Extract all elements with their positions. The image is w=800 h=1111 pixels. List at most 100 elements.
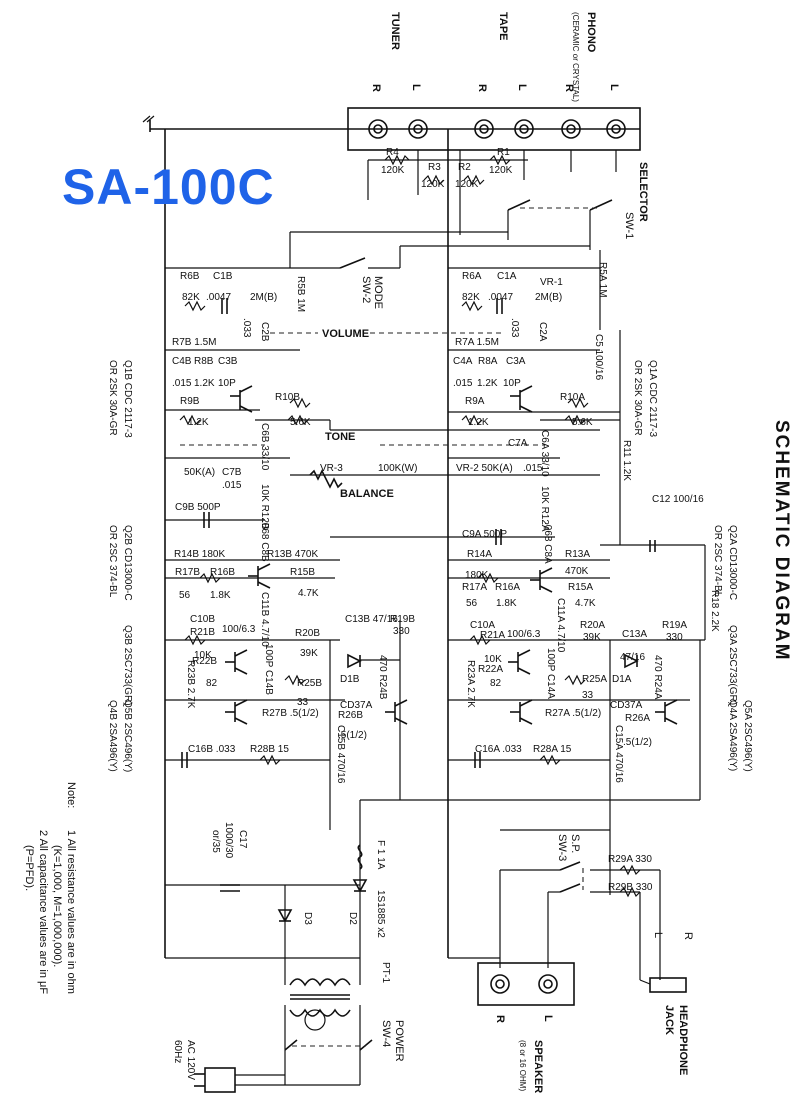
- r25b-value: 33: [297, 697, 309, 708]
- q2a-label: Q2A CD13000-C: [727, 525, 738, 600]
- r8a-value: 1.2K: [477, 378, 498, 389]
- c15b-label: C15B 470/16: [335, 725, 346, 784]
- tuner-r-label: R: [370, 84, 382, 92]
- c5-label: C5 100/16: [593, 334, 604, 381]
- r18-label: R18 2.2K: [709, 590, 720, 632]
- note-2: 2 All capacitance values are in μF: [37, 830, 49, 994]
- r26a-value: .5(1/2): [623, 737, 652, 748]
- r24a-label: 470 R24A: [652, 655, 663, 700]
- speaker-l-label: L: [542, 1015, 554, 1022]
- r25b-label: R25B: [297, 678, 322, 689]
- note-heading: Note:: [65, 782, 77, 808]
- vr2b-value: 50K(A): [184, 467, 215, 478]
- r28a-label: R28A 15: [533, 744, 572, 755]
- c8b-label: .068 C8B: [259, 520, 270, 562]
- sp-switch-ref: SW-3: [556, 834, 568, 861]
- c2a-label: C2A: [537, 322, 548, 342]
- headphone-l-label: L: [652, 932, 664, 938]
- r6a-label: R6A: [462, 271, 482, 282]
- r17b-value: 56: [179, 590, 191, 601]
- r9b-value: 1.2K: [188, 417, 209, 428]
- q1b-label: Q1B CDC 2117-3: [122, 360, 133, 438]
- phono-l-label: L: [608, 84, 620, 91]
- c4b-value: .015: [172, 378, 192, 389]
- c16a-label: C16A .033: [475, 744, 522, 755]
- r15b-value: 4.7K: [298, 588, 319, 599]
- note-1b: (K=1,000, M=1,000,000).: [51, 845, 63, 967]
- note-1: 1 All resistance values are in ohm: [65, 830, 77, 994]
- r4-label: R4: [386, 147, 399, 158]
- c1b-label: C1B: [213, 271, 233, 282]
- c10b-label: C10B: [190, 614, 215, 625]
- d2-label: D2: [347, 912, 358, 925]
- r23a-label: R23A 2.7K: [465, 660, 476, 708]
- c2b-value: .033: [241, 318, 252, 338]
- r10b-value: 5.6K: [290, 417, 311, 428]
- r2-label: R2: [458, 162, 471, 173]
- c3b-label: C3B: [218, 356, 238, 367]
- r5b-label: R5B 1M: [295, 276, 306, 312]
- c16b-label: C16B .033: [188, 744, 236, 755]
- r16b-label: R16B: [210, 567, 235, 578]
- vr3-value: 100K(W): [378, 463, 417, 474]
- transformer-label: PT-1: [380, 962, 391, 984]
- r12b-label: 10K R12B: [259, 484, 270, 530]
- vr1-label: VR-1: [540, 277, 563, 288]
- c2b-label: C2B: [259, 322, 270, 342]
- c7b-label: C7B: [222, 467, 242, 478]
- channel-b-labels: R6B 82K C1B .0047 R5B 1M 2M(B) .033 C2B …: [172, 271, 415, 784]
- c13a-value: 47/16: [620, 652, 645, 663]
- c4a-value: .015: [453, 378, 473, 389]
- vr1b-value: 2M(B): [250, 292, 277, 303]
- headphone-r-label: R: [682, 932, 694, 940]
- c9b-label: C9B 500P: [175, 502, 221, 513]
- mode-label: MODE: [372, 276, 384, 309]
- component-glyphs: [179, 154, 687, 1093]
- c3a-value: 10P: [503, 378, 521, 389]
- schematic-title: SCHEMATIC DIAGRAM: [771, 420, 792, 662]
- vr1-value: 2M(B): [535, 292, 562, 303]
- tuner-label: TUNER: [389, 12, 401, 50]
- q1a-alt: OR 2SK 30A-GR: [632, 360, 643, 436]
- speaker-label: SPEAKER: [532, 1040, 544, 1093]
- r14a-label: R14A: [467, 549, 492, 560]
- r15a-label: R15A: [568, 582, 593, 593]
- tape-l-label: L: [516, 84, 528, 91]
- r26b-label: R26B: [338, 710, 363, 721]
- q5a-label: Q5A 2SC496(Y): [742, 700, 753, 772]
- r20a-value: 39K: [583, 632, 601, 643]
- q1a-label: Q1A CDC 2117-3: [647, 360, 658, 438]
- c1a-value: .0047: [488, 292, 513, 303]
- r10b-label: R10B: [275, 392, 300, 403]
- r28b-label: R28B 15: [250, 744, 289, 755]
- r1-label: R1: [497, 147, 510, 158]
- transistor-labels: Q1B CDC 2117-3 OR 2SK 30A-GR Q2B CD13000…: [107, 360, 753, 772]
- tuner-l-label: L: [410, 84, 422, 91]
- q2b-label: Q2B CD13000-C: [122, 525, 133, 601]
- r25a-value: 33: [582, 690, 594, 701]
- c14b-label: 100P C14B: [263, 644, 274, 695]
- r29a-label: R29A 330: [608, 854, 652, 865]
- r19a-value: 330: [666, 632, 683, 643]
- r21b-label: R21B: [190, 627, 215, 638]
- r19b-value: 330: [393, 626, 410, 637]
- r14a-value: 180K: [465, 570, 489, 581]
- r6b-value: 82K: [182, 292, 200, 303]
- wiring: [150, 128, 706, 1086]
- c7b-value: .015: [222, 480, 242, 491]
- r14b-label: R14B 180K: [174, 549, 225, 560]
- r7a-label: R7A 1.5M: [455, 337, 499, 348]
- r26a-label: R26A: [625, 713, 650, 724]
- r27a-label: R27A .5(1/2): [545, 708, 601, 719]
- selector-label: SELECTOR: [637, 162, 649, 222]
- r8a-label: R8A: [478, 356, 498, 367]
- tone-label: TONE: [325, 431, 355, 443]
- r3-value: 120K: [421, 179, 445, 190]
- phono-note: (CERAMIC or CRYSTAL): [571, 12, 580, 102]
- r3-label: R3: [428, 162, 441, 173]
- sp-switch-label: S.P.: [569, 834, 581, 853]
- mains-voltage-label: AC 120V: [185, 1040, 196, 1080]
- mode-ref: SW-2: [360, 276, 372, 303]
- c3a-label: C3A: [506, 356, 526, 367]
